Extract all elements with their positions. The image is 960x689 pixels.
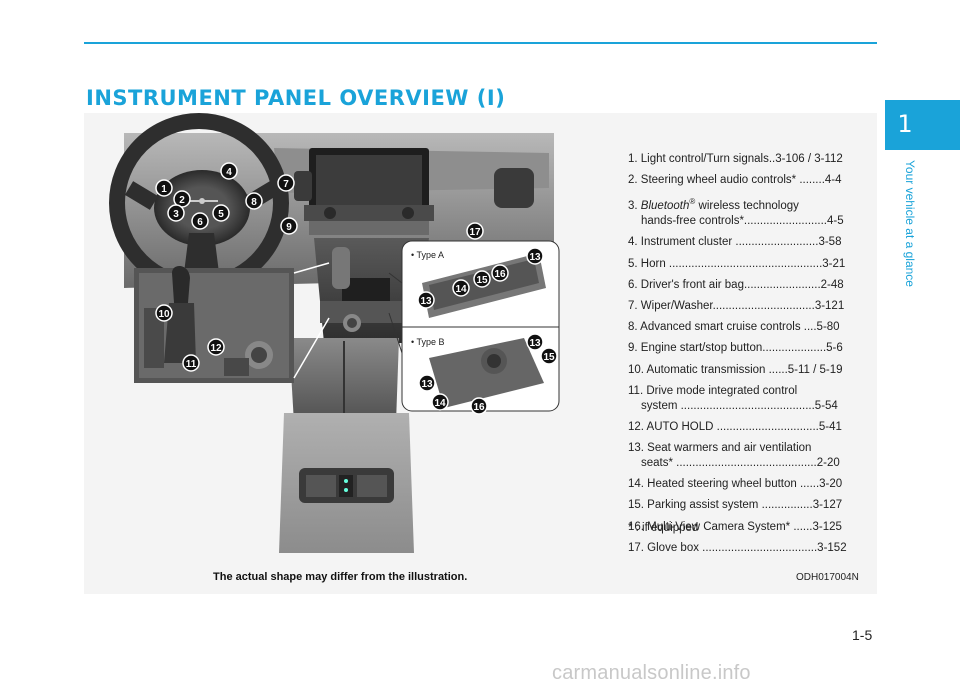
badge: 5	[212, 204, 230, 222]
figure-code: ODH017004N	[796, 572, 859, 583]
svg-text:13: 13	[421, 379, 433, 390]
disclaimer: The actual shape may differ from the ill…	[213, 571, 468, 583]
chapter-tab: 1	[885, 100, 960, 150]
gear-shift-inset	[134, 262, 330, 383]
svg-text:15: 15	[543, 352, 555, 363]
watermark[interactable]: carmanualsonline.info	[552, 662, 751, 684]
svg-text:13: 13	[529, 338, 541, 349]
badge: 13	[526, 247, 544, 265]
type-b-label: • Type B	[411, 337, 445, 347]
badge: 11	[182, 354, 200, 372]
svg-text:12: 12	[210, 343, 222, 354]
badge: 1	[155, 179, 173, 197]
svg-text:9: 9	[286, 222, 292, 233]
list-item: 10. Automatic transmission ......5-11 / …	[628, 363, 843, 376]
badge: 13	[418, 374, 436, 392]
badge: 14	[452, 279, 470, 297]
badge: 16	[491, 264, 509, 282]
badge: 7	[277, 174, 295, 192]
list-item: 15. Parking assist system ..............…	[628, 499, 843, 512]
component-list: 1. Light control/Turn signals..3-106 / 3…	[628, 152, 860, 562]
svg-text:17: 17	[469, 227, 481, 238]
control-switch-inset: • Type A • Type B	[388, 240, 560, 412]
list-item: 7. Wiper/Washer.........................…	[628, 299, 845, 312]
badge: 10	[155, 304, 173, 322]
badge: 15	[473, 270, 491, 288]
dashboard-illustration: • Type A • Type B 1 2 3 4 5 6 7 8 9 10 1…	[109, 113, 560, 553]
list-item: 8. Advanced smart cruise controls ....5-…	[628, 321, 840, 334]
list-item: 4. Instrument cluster ..................…	[628, 236, 842, 249]
badge: 13	[417, 291, 435, 309]
badge: 9	[280, 217, 298, 235]
badge: 3	[167, 204, 185, 222]
badge: 15	[540, 347, 558, 365]
page-number: 1-5	[852, 627, 873, 643]
svg-text:13: 13	[529, 252, 541, 263]
callout-badges: 1 2 3 4 5 6 7 8 9 10 11 12 13 14 15 16 1…	[155, 162, 558, 415]
svg-text:16: 16	[473, 402, 485, 413]
svg-text:5: 5	[218, 209, 224, 220]
list-item: 17. Glove box ..........................…	[628, 541, 847, 554]
badge: 16	[470, 397, 488, 415]
rear-console	[279, 413, 414, 553]
badge: 12	[207, 338, 225, 356]
svg-text:10: 10	[158, 309, 170, 320]
list-item: 1. Light control/Turn signals..3-106 / 3…	[628, 153, 843, 165]
svg-text:7: 7	[283, 179, 289, 190]
svg-text:1: 1	[161, 184, 167, 195]
svg-text:14: 14	[434, 398, 446, 409]
svg-text:11: 11	[186, 359, 197, 370]
list-item: 16. Multi-View Camera System* ......3-12…	[628, 520, 842, 533]
badge: 4	[220, 162, 238, 180]
svg-text:8: 8	[251, 197, 257, 208]
badge: 14	[431, 393, 449, 411]
header-rule	[84, 42, 877, 44]
badge: 6	[191, 212, 209, 230]
chapter-number: 1	[897, 110, 913, 138]
svg-text:3: 3	[173, 209, 179, 220]
badge: 13	[526, 333, 544, 351]
overview-panel: • Type A • Type B 1 2 3 4 5 6 7 8 9 10 1…	[84, 113, 877, 594]
svg-text:16: 16	[494, 269, 506, 280]
list-item: 2. Steering wheel audio controls* ......…	[628, 174, 842, 187]
svg-text:13: 13	[420, 296, 432, 307]
list-item: 3. Bluetooth® wireless technology hands-…	[628, 197, 844, 228]
badge: 8	[245, 192, 263, 210]
svg-text:14: 14	[455, 284, 467, 295]
list-item: 5. Horn ................................…	[628, 257, 846, 270]
svg-text:6: 6	[197, 217, 203, 228]
list-item: 6. Driver's front air bag...............…	[628, 278, 844, 291]
list-item: 12. AUTO HOLD ..........................…	[628, 420, 842, 433]
badge: 17	[466, 222, 484, 240]
list-item: 14. Heated steering wheel button ......3…	[628, 478, 843, 491]
footnote: * : if equipped	[628, 522, 699, 534]
svg-text:15: 15	[476, 275, 488, 286]
page-title: INSTRUMENT PANEL OVERVIEW (I)	[86, 86, 506, 110]
armrest	[289, 338, 399, 423]
svg-text:2: 2	[179, 195, 185, 206]
chapter-label: Your vehicle at a glance	[903, 160, 917, 287]
list-item: 9. Engine start/stop button.............…	[628, 342, 843, 355]
svg-text:4: 4	[226, 167, 232, 178]
type-a-label: • Type A	[411, 250, 444, 260]
